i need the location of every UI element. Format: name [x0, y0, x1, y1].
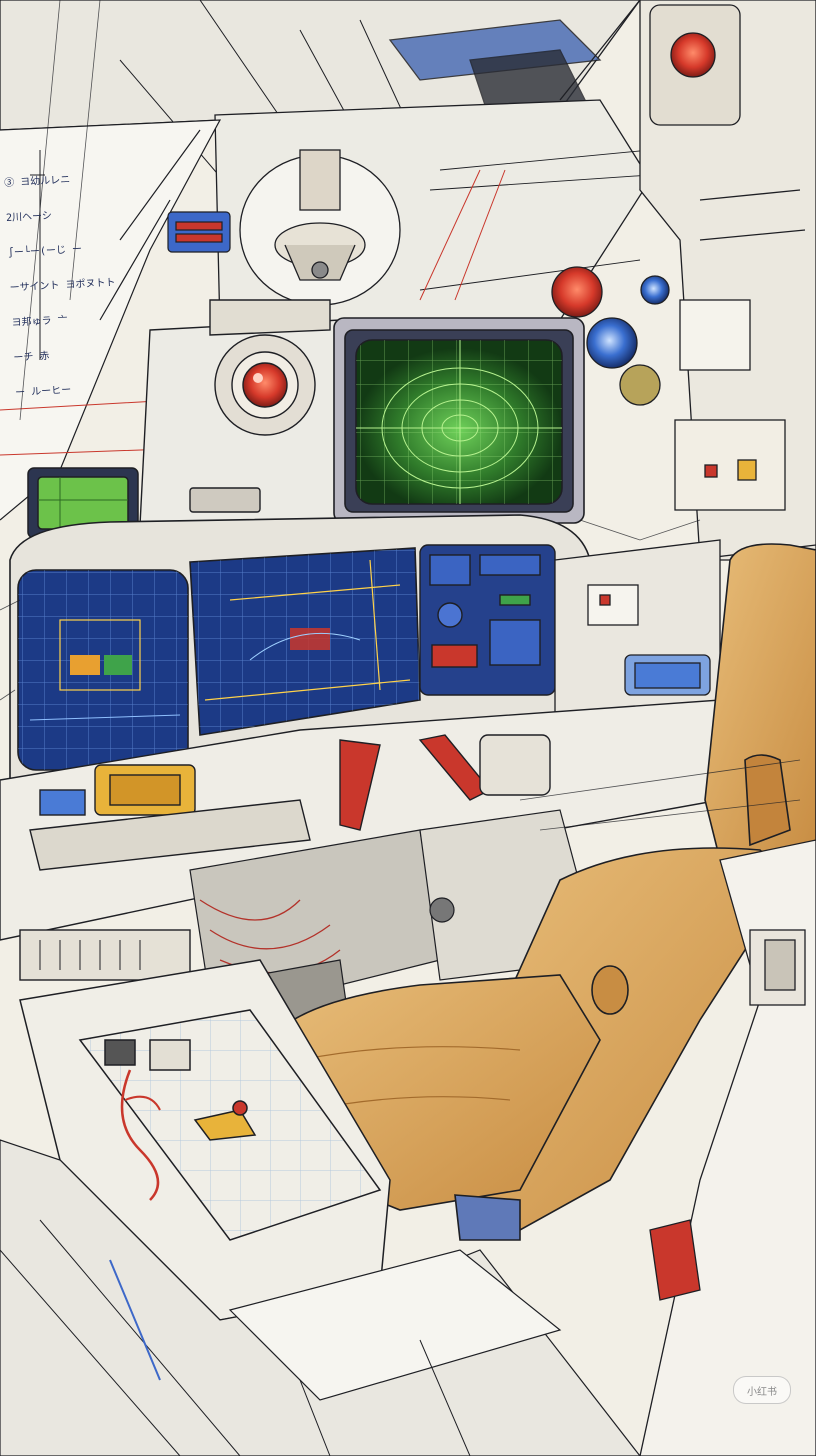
- margin-note-4: ーサイント ヨポヌトト: [9, 277, 116, 294]
- upper-console: [139, 299, 341, 526]
- floor: [0, 1139, 641, 1456]
- margin-notes: ③ ヨ幼ルレニ 2川ヘーシ ∫ー└ー(ーじ ー ーサイント ヨポヌトト ヨ邦ゅラ…: [4, 170, 167, 423]
- margin-note-2: 2川ヘーシ: [5, 210, 53, 224]
- right-lower-wall: [639, 839, 816, 1456]
- center-blue-screen: [189, 547, 421, 736]
- right-instrument-panel: [419, 544, 556, 696]
- radar-screen: [333, 317, 585, 524]
- left-blue-screen: [17, 569, 189, 771]
- margin-note-5: ヨ邦ゅラ 亠: [11, 314, 68, 329]
- ceiling-lamp: [239, 149, 401, 306]
- right-wall: [551, 0, 816, 561]
- watermark-badge: 小红书: [733, 1376, 791, 1404]
- floor-console: [19, 959, 391, 1321]
- margin-note-3: ∫ー└ー(ーじ ー: [7, 244, 83, 259]
- margin-note-6: ーチ 赤: [13, 350, 50, 364]
- margin-note-7: ー ルーヒー: [14, 384, 72, 399]
- control-desk: [0, 699, 721, 981]
- sketch-lines: [0, 0, 801, 831]
